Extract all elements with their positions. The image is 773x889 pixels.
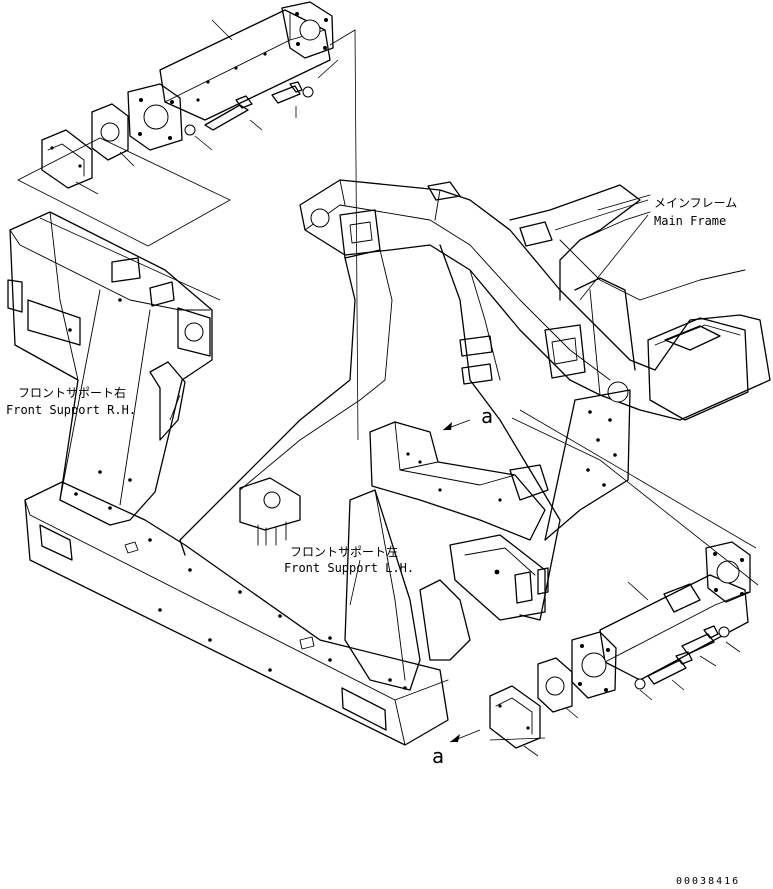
front-cross-beam <box>24 481 449 746</box>
front-support-rh-label-en: Front Support R.H. <box>6 403 137 417</box>
view-reference-a-upper: a <box>481 404 494 428</box>
upper-pipe-assembly <box>17 1 359 441</box>
main-frame-label-jp: メインフレーム <box>654 196 738 210</box>
main-frame <box>179 179 771 691</box>
drawing-number: 00038416 <box>676 876 741 887</box>
view-reference-a-lower: a <box>432 744 445 768</box>
lower-pipe-assembly <box>169 199 759 757</box>
front-support-rh <box>7 211 221 526</box>
front-support-lh-label-jp: フロントサポート左 <box>290 545 399 559</box>
front-support-lh-label-en: Front Support L.H. <box>284 561 415 575</box>
front-support-rh-label-jp: フロントサポート右 <box>18 386 127 400</box>
main-frame-label-en: Main Frame <box>654 214 727 228</box>
